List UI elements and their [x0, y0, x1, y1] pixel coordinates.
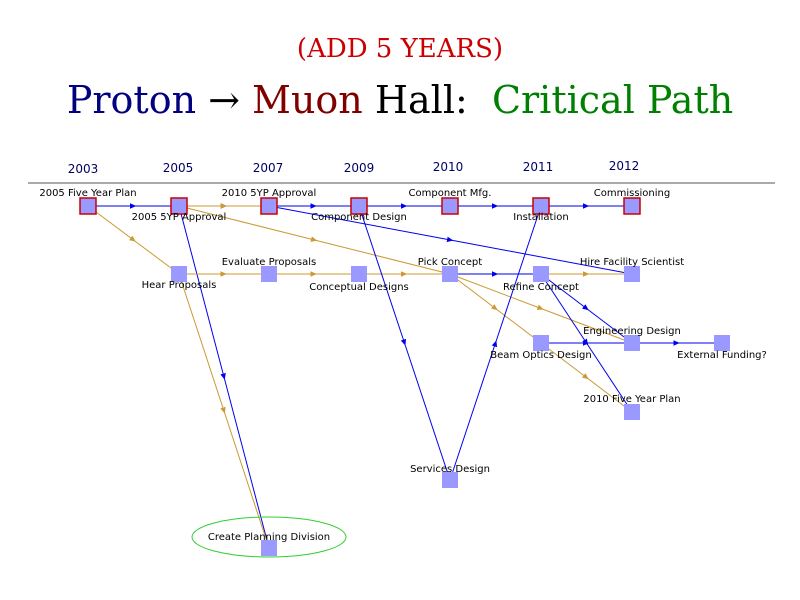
- task-label-10: Conceptual Designs: [309, 282, 409, 293]
- timeline-year-2005: 2005: [163, 161, 194, 175]
- link-n8-n19: [178, 273, 270, 549]
- highlight-ellipse: [191, 516, 347, 558]
- task-node-13[interactable]: [624, 266, 640, 282]
- title-part-critical-path: Critical Path: [491, 78, 734, 122]
- task-label-19: Create Planning Division: [208, 532, 330, 543]
- timeline-year-2003: 2003: [68, 162, 99, 176]
- task-label-13: Hire Facility Scientist: [580, 257, 684, 268]
- task-label-3: 2010 5YP Approval: [222, 188, 317, 199]
- task-node-16[interactable]: [714, 335, 730, 351]
- link-n3-n13: [268, 205, 633, 275]
- task-label-18: Services Design: [410, 464, 490, 475]
- highlight-layer: [191, 516, 347, 558]
- title-part-arrow: →: [208, 78, 253, 122]
- link-n11-n14: [449, 273, 542, 344]
- task-node-18[interactable]: [442, 472, 458, 488]
- title-part-proton: Proton: [66, 78, 209, 122]
- task-node-3[interactable]: [260, 197, 278, 215]
- task-node-1[interactable]: [79, 197, 97, 215]
- task-label-17: 2010 Five Year Plan: [583, 394, 680, 405]
- task-labels: 2005 Five Year Plan 2005 5YP Approval 2010…: [39, 188, 766, 543]
- task-label-12: Refine Concept: [503, 282, 579, 293]
- task-node-6[interactable]: [532, 197, 550, 215]
- task-label-7: Commissioning: [594, 188, 670, 199]
- task-label-14: Beam Optics Design: [490, 350, 591, 361]
- task-label-11: Pick Concept: [418, 257, 482, 268]
- timeline-years: 2003 2005 2007 2009 2010 2011 2012: [68, 159, 640, 176]
- timeline-year-2007: 2007: [253, 161, 284, 175]
- link-n2-n11: [178, 205, 451, 275]
- task-node-17[interactable]: [624, 404, 640, 420]
- task-label-15: Engineering Design: [583, 326, 681, 337]
- link-n4-n18: [358, 205, 451, 481]
- title-part-muon: Muon: [252, 78, 375, 122]
- link-n1-n8: [87, 205, 180, 275]
- task-label-16: External Funding?: [677, 350, 767, 361]
- task-node-12[interactable]: [533, 266, 549, 282]
- link-n18-n6: [449, 205, 542, 481]
- task-node-15[interactable]: [624, 335, 640, 351]
- task-node-5[interactable]: [441, 197, 459, 215]
- task-node-14[interactable]: [533, 335, 549, 351]
- task-node-4[interactable]: [350, 197, 368, 215]
- task-nodes: [79, 197, 730, 556]
- task-node-7[interactable]: [623, 197, 641, 215]
- task-label-5: Component Mfg.: [409, 188, 492, 199]
- task-label-8: Hear Proposals: [142, 280, 217, 291]
- task-node-11[interactable]: [442, 266, 458, 282]
- task-label-2: 2005 5YP Approval: [132, 212, 227, 223]
- timeline-year-2012: 2012: [609, 159, 640, 173]
- task-label-9: Evaluate Proposals: [222, 257, 317, 268]
- title-part-hall: Hall:: [374, 78, 492, 122]
- page-title: Proton → Muon Hall: Critical Path: [0, 78, 800, 122]
- link-n2-n19: [178, 205, 270, 549]
- task-label-6: Installation: [513, 212, 568, 223]
- timeline-year-2010: 2010: [433, 160, 464, 174]
- dependency-links: [87, 203, 722, 549]
- task-node-9[interactable]: [261, 266, 277, 282]
- timeline-year-2011: 2011: [523, 160, 554, 174]
- task-node-2[interactable]: [170, 197, 188, 215]
- link-n12-n15: [540, 273, 633, 344]
- task-label-4: Component Design: [311, 212, 407, 223]
- task-node-8[interactable]: [171, 266, 187, 282]
- task-node-10[interactable]: [351, 266, 367, 282]
- link-n14-n17: [540, 342, 633, 413]
- link-n11-n15: [449, 273, 633, 344]
- task-node-19[interactable]: [261, 540, 277, 556]
- timeline-year-2009: 2009: [344, 161, 375, 175]
- task-label-1: 2005 Five Year Plan: [39, 188, 136, 199]
- page-subtitle: (ADD 5 YEARS): [296, 34, 504, 64]
